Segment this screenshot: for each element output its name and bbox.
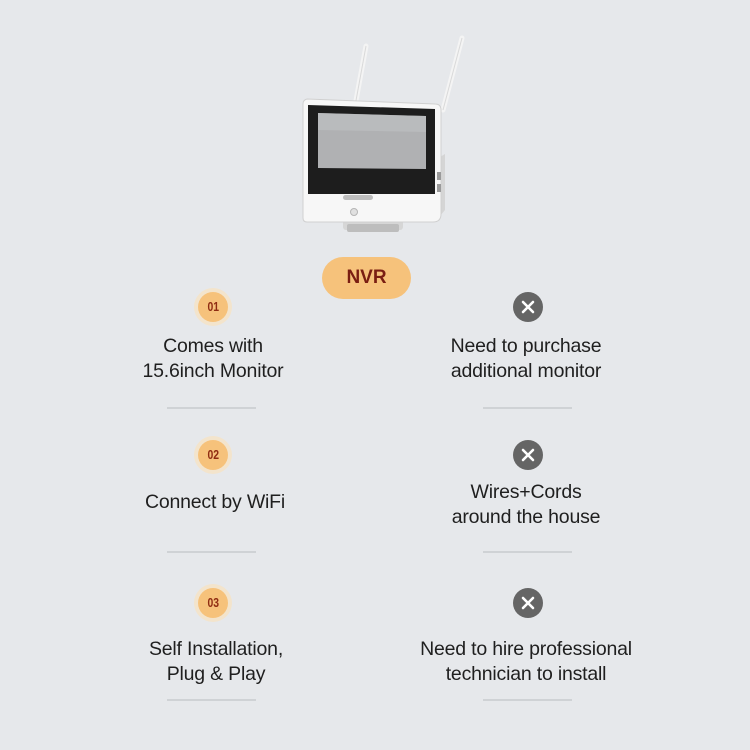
- x-icon: [513, 588, 543, 618]
- divider: [483, 551, 572, 553]
- divider: [167, 551, 256, 553]
- divider: [483, 407, 572, 409]
- drawback-text-monitor: Need to purchase additional monitor: [450, 335, 602, 382]
- number-badge-01: 01: [198, 292, 228, 322]
- feature-text-monitor: Comes with 15.6inch Monitor: [142, 335, 284, 382]
- divider: [167, 699, 256, 701]
- nvr-monitor-image: [302, 35, 465, 232]
- drawback-text-technician: Need to hire professional technician to …: [420, 638, 632, 685]
- x-icon: [513, 292, 543, 322]
- nvr-badge: NVR: [322, 257, 411, 299]
- x-icon: [513, 440, 543, 470]
- divider: [167, 407, 256, 409]
- number-badge-02: 02: [198, 440, 228, 470]
- feature-text-installation: Self Installation, Plug & Play: [148, 638, 284, 685]
- number-badge-03: 03: [198, 588, 228, 618]
- feature-text-wifi: Connect by WiFi: [144, 491, 286, 513]
- divider: [483, 699, 572, 701]
- drawback-text-wires: Wires+Cords around the house: [451, 481, 601, 528]
